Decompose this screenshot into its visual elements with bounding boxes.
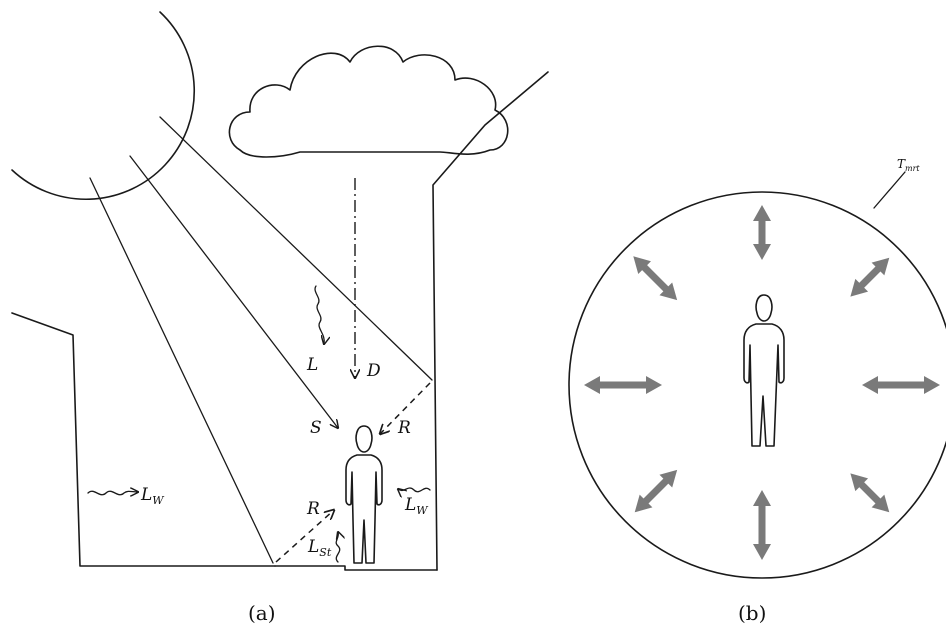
longwave-wall-left-arrow — [87, 491, 138, 494]
label-reflected-lower: R — [306, 499, 320, 519]
person-icon — [345, 425, 383, 564]
mrt-enclosure-circle — [568, 191, 946, 579]
solar-beam-3 — [159, 116, 433, 381]
solar-beam-2 — [129, 155, 338, 428]
longwave-sky-arrow — [314, 285, 324, 344]
solar-beam-1 — [89, 177, 274, 564]
sun-icon — [11, 11, 195, 200]
cloud-icon — [228, 45, 509, 158]
label-mrt: Tmrt — [897, 157, 920, 173]
radiation-arrow-up-right — [850, 257, 890, 297]
reflected-lower-arrow — [275, 510, 334, 563]
longwave-wall-right-arrow — [398, 487, 431, 492]
radial-arrows — [584, 205, 940, 560]
panel-a: L D S R R LW LW LSt (a) — [11, 11, 549, 625]
label-diffuse: D — [366, 361, 381, 381]
label-longwave-street: LSt — [307, 537, 332, 559]
caption-b: (b) — [738, 601, 766, 625]
label-reflected-upper: R — [397, 418, 411, 438]
label-longwave-wall-right: LW — [404, 495, 429, 517]
longwave-street-arrow — [335, 532, 340, 563]
reflected-upper-arrow — [380, 382, 431, 434]
radiation-arrow-up-left — [633, 256, 678, 301]
radiation-arrow-right — [862, 376, 940, 394]
radiation-arrow-down — [753, 490, 771, 560]
radiation-arrow-left — [584, 376, 662, 394]
left-building-outline — [11, 312, 276, 567]
person-icon-center — [743, 294, 785, 447]
radiation-arrow-up — [753, 205, 771, 260]
panel-b: Tmrt (b) — [568, 157, 946, 625]
radiation-arrow-down-left — [634, 469, 678, 513]
street-floor — [274, 565, 438, 571]
radiation-arrow-down-right — [850, 473, 890, 513]
right-building-outline — [432, 71, 549, 571]
label-longwave-wall-left: LW — [140, 485, 165, 507]
mrt-leader-line — [873, 171, 906, 209]
caption-a: (a) — [248, 601, 276, 625]
label-direct: S — [310, 418, 322, 438]
label-longwave-sky: L — [306, 355, 318, 375]
